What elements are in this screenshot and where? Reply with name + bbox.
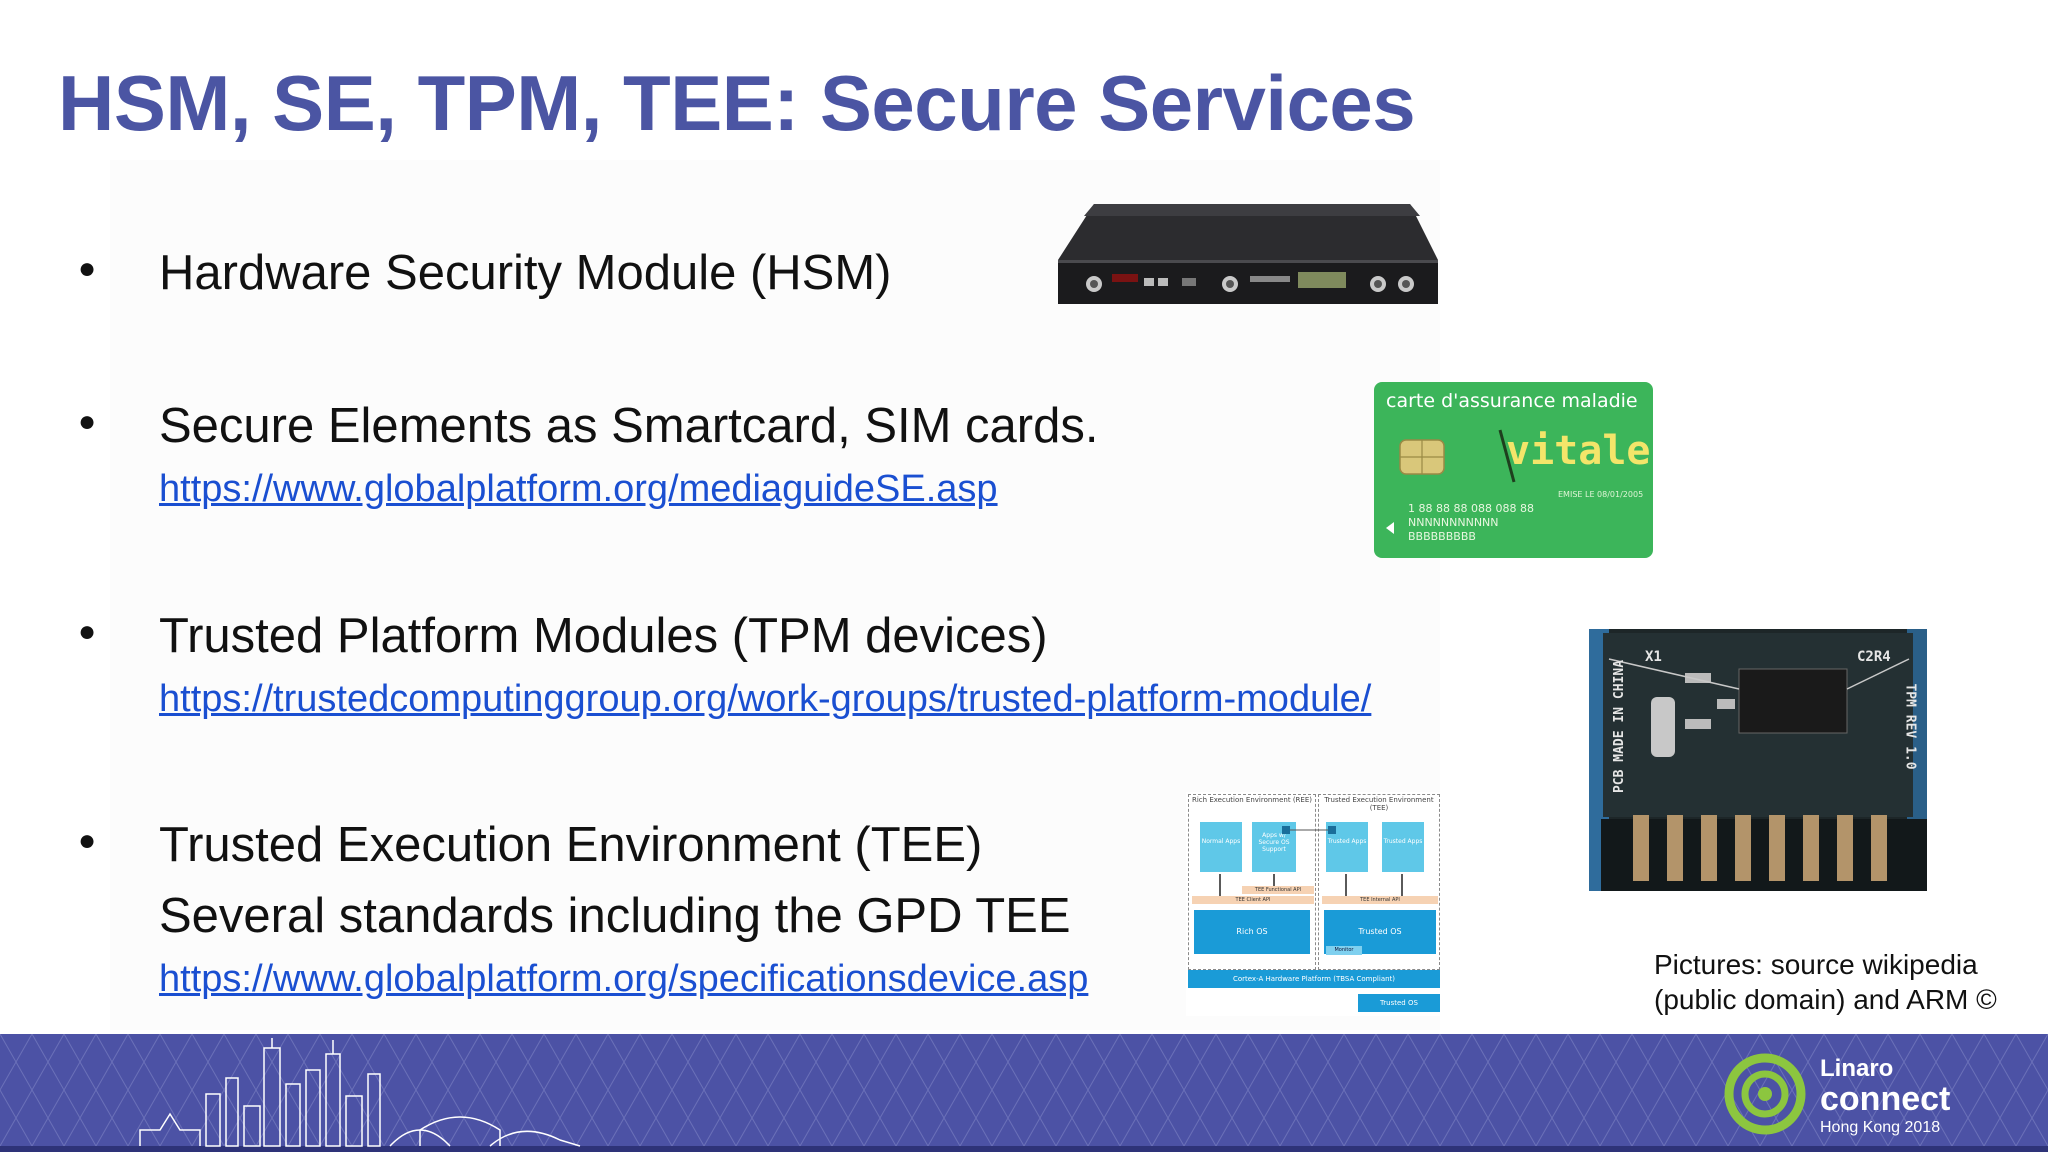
normal-apps-label: Normal Apps (1201, 838, 1241, 845)
bullet-tee-subtext: Several standards including the GPD TEE (159, 889, 1071, 943)
trusted-apps-label-2: Trusted Apps (1383, 838, 1423, 845)
tpm-board-graphic (1589, 629, 1927, 891)
smartcard-header: carte d'assurance maladie (1386, 390, 1638, 412)
monitor-box: Monitor (1326, 946, 1362, 955)
bullet-tee-text: Trusted Execution Environment (TEE) (159, 818, 983, 872)
smartcard-number: 1 88 88 88 088 088 88 (1408, 502, 1534, 515)
picture-credit: Pictures: source wikipedia (public domai… (1654, 947, 1997, 1017)
trusted-apps-label-1: Trusted Apps (1327, 838, 1367, 845)
logo-word-connect: connect (1820, 1080, 1950, 1118)
logo-word-event: Hong Kong 2018 (1820, 1119, 1940, 1136)
ree-frame (1188, 794, 1316, 970)
ree-title: Rich Execution Environment (REE) (1192, 796, 1312, 804)
normal-apps-box: Normal Apps (1200, 822, 1242, 872)
smartcard-brand: vitale (1506, 428, 1651, 474)
bullet-hsm-text: Hardware Security Module (HSM) (159, 246, 892, 300)
tpm-chip-image: X1 C2R4 PCB MADE IN CHINA TPM REV 1.0 (1589, 629, 1927, 891)
tee-title: Trusted Execution Environment (TEE) (1324, 796, 1434, 812)
tpm-link[interactable]: https://trustedcomputinggroup.org/work-g… (159, 678, 1372, 720)
internal-api-bar: TEE Internal API (1322, 896, 1438, 904)
tee-architecture-diagram: Rich Execution Environment (REE) Trusted… (1186, 792, 1442, 1016)
bullet-se-text: Secure Elements as Smartcard, SIM cards. (159, 399, 1099, 453)
tpm-silk-rev: TPM REV 1.0 (1902, 683, 1918, 770)
bullet-dot: ● (78, 405, 97, 438)
tpm-silk-x1: X1 (1645, 649, 1662, 665)
tee-link[interactable]: https://www.globalplatform.org/specifica… (159, 958, 1089, 1000)
tpm-silk-pcb: PCB MADE IN CHINA (1612, 659, 1628, 794)
smartcard-image: carte d'assurance maladie vitale EMISE L… (1374, 382, 1653, 558)
hsm-device-image (1058, 204, 1438, 304)
smartcard-chip-icon (1386, 429, 1516, 534)
credit-line-1: Pictures: source wikipedia (1654, 949, 1978, 980)
smartcard-name1: NNNNNNNNNNN (1408, 516, 1499, 529)
bullet-dot: ● (78, 615, 97, 648)
skyline-graphic (139, 1038, 581, 1147)
hardware-platform-bar: Cortex-A Hardware Platform (TBSA Complia… (1188, 970, 1440, 988)
footer-banner: Linaro connect Hong Kong 2018 (0, 1034, 2048, 1152)
tpm-silk-c2r4: C2R4 (1857, 649, 1891, 665)
bullet-tpm-text: Trusted Platform Modules (TPM devices) (159, 609, 1048, 663)
trusted-os-tag: Trusted OS (1358, 994, 1440, 1012)
tee-frame (1318, 794, 1440, 970)
bullet-dot: ● (78, 824, 97, 857)
trusted-apps-box-2: Trusted Apps (1382, 822, 1424, 872)
credit-line-2: (public domain) and ARM © (1654, 984, 1997, 1015)
smartcard-emise: EMISE LE 08/01/2005 (1558, 490, 1644, 499)
logo-word-linaro: Linaro (1820, 1055, 1893, 1082)
slide-title: HSM, SE, TPM, TEE: Secure Services (58, 59, 1416, 147)
bullet-dot: ● (78, 252, 97, 285)
client-api-bar: TEE Client API (1192, 896, 1314, 904)
functional-api-bar: TEE Functional API (1242, 886, 1314, 894)
se-link[interactable]: https://www.globalplatform.org/mediaguid… (159, 468, 998, 510)
tee-arrows-graphic (1219, 826, 1403, 896)
rich-os-box: Rich OS (1194, 910, 1310, 954)
smartcard-name2: BBBBBBBBB (1408, 530, 1476, 543)
secure-apps-label: Apps w/ Secure OS Support (1258, 832, 1290, 853)
linaro-logo-icon (1724, 1053, 1806, 1135)
